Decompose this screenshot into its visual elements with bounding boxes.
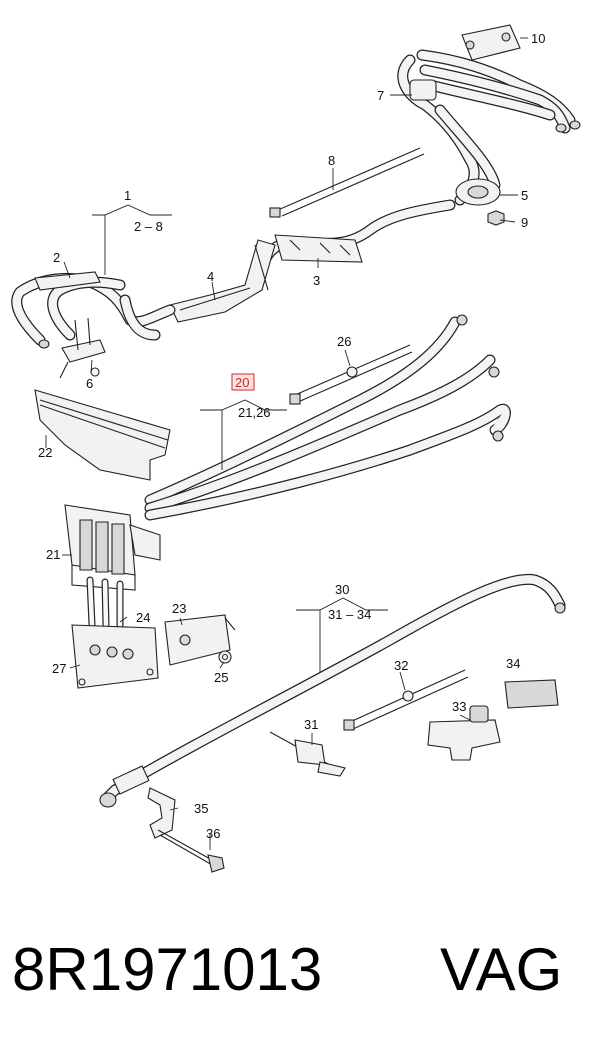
- leaders-assembly-1: [63, 37, 528, 373]
- callout-4: 4: [207, 269, 214, 284]
- hose-assembly-30: [99, 573, 566, 873]
- callout-6: 6: [86, 376, 93, 391]
- callout-35: 35: [194, 801, 208, 816]
- callout-20: 20: [235, 375, 249, 390]
- callout-20-highlight: [231, 373, 255, 391]
- callout-3: 3: [313, 273, 320, 288]
- part-number: 8R1971013: [12, 936, 322, 1003]
- callout-34: 34: [506, 656, 520, 671]
- callout-2: 2: [53, 250, 60, 265]
- callout-labels: 1 2 – 8 2 3 4 5 6 7 8 9 10 20 21,26 21 2…: [38, 31, 545, 841]
- callout-27: 27: [52, 661, 66, 676]
- callout-1-range: 2 – 8: [134, 219, 163, 234]
- callout-26: 26: [337, 334, 351, 349]
- leaders-assembly-20: [45, 349, 351, 669]
- callout-7: 7: [377, 88, 384, 103]
- callout-8: 8: [328, 153, 335, 168]
- callout-21: 21: [46, 547, 60, 562]
- callout-24: 24: [136, 610, 150, 625]
- footer: 8R1971013 VAG: [12, 936, 562, 1003]
- callout-36: 36: [206, 826, 220, 841]
- callout-22: 22: [38, 445, 52, 460]
- callout-30-range: 31 – 34: [328, 607, 371, 622]
- callout-25: 25: [214, 670, 228, 685]
- callout-10: 10: [531, 31, 545, 46]
- callout-9: 9: [521, 215, 528, 230]
- hose-assembly-1: [11, 24, 581, 379]
- callout-5: 5: [521, 188, 528, 203]
- callout-31: 31: [304, 717, 318, 732]
- callout-1: 1: [124, 188, 131, 203]
- hose-assembly-20: [34, 314, 511, 689]
- callout-23: 23: [172, 601, 186, 616]
- brand-name: VAG: [440, 936, 562, 1003]
- callout-32: 32: [394, 658, 408, 673]
- callout-30: 30: [335, 582, 349, 597]
- callout-20-range: 21,26: [238, 405, 271, 420]
- callout-33: 33: [452, 699, 466, 714]
- leaders-assembly-30: [169, 597, 471, 850]
